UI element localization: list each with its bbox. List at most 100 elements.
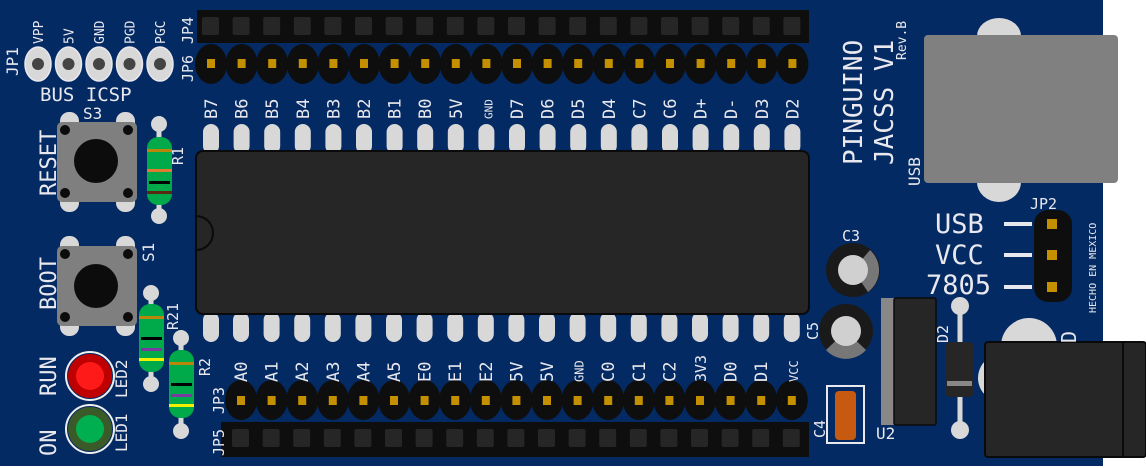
bottom-pin-label: C1 <box>630 362 650 382</box>
jp3-pin-pad <box>696 396 704 405</box>
jp6-label: JP6 <box>179 55 197 82</box>
jp5-socket-hole <box>354 429 372 447</box>
ic-leg-pad <box>631 124 648 154</box>
ic-leg-pad <box>692 124 709 154</box>
jp5-socket-hole <box>323 429 341 447</box>
jp1-pin-hole <box>93 58 105 70</box>
ic-leg-pad <box>539 312 555 342</box>
boot-button[interactable] <box>57 236 137 336</box>
jp6-pin-pad <box>513 59 521 68</box>
bottom-pin-label: E2 <box>477 362 497 382</box>
bottom-pin-label: 5V <box>538 362 558 382</box>
top-pin-label: D2 <box>783 99 803 119</box>
ic-leg-pad <box>509 124 525 154</box>
jp6-pin-pad <box>390 59 399 68</box>
jp1-pin-hole <box>154 58 166 70</box>
top-pin-label: B6 <box>233 99 253 119</box>
jp6-pin-pad <box>207 59 215 68</box>
jp3-pin-pad <box>237 396 245 405</box>
dc-power-jack[interactable] <box>984 341 1146 458</box>
jp4-socket-hole <box>293 17 311 35</box>
jp6-pin-pad <box>298 59 307 68</box>
jp2-label: JP2 <box>1030 195 1057 213</box>
jp4-socket-hole <box>722 17 740 35</box>
jp5-socket-hole <box>721 429 739 447</box>
jp4-socket-hole <box>355 17 372 35</box>
bottom-pin-label: A5 <box>385 362 405 382</box>
jp1-pin-label: VPP <box>32 20 47 44</box>
ic-leg-pad <box>325 124 342 154</box>
ic-leg-pad <box>692 312 708 342</box>
capacitor-c5 <box>819 304 873 359</box>
ic-leg-pad <box>356 124 372 154</box>
jp4-socket-hole <box>661 17 678 35</box>
ic-leg-pad <box>784 124 801 154</box>
reset-button[interactable] <box>57 112 137 212</box>
ic-leg-pad <box>447 312 464 342</box>
jp3-pin-pad <box>757 396 766 405</box>
top-pin-label: B2 <box>355 99 375 119</box>
top-pin-label: D3 <box>753 99 773 119</box>
jp6-pin-pad <box>696 59 705 68</box>
jp4-socket-hole <box>416 17 434 35</box>
jp1-pin-hole <box>123 58 136 70</box>
jp1-pin-hole <box>32 58 44 70</box>
ic-leg-pad <box>539 124 556 154</box>
ic-leg-pad <box>477 312 494 342</box>
jp5-socket-hole <box>782 429 800 447</box>
top-pin-label: GND <box>482 99 495 119</box>
s3-label: S3 <box>83 104 102 123</box>
bottom-pin-label: D0 <box>722 362 742 382</box>
ic-leg-pad <box>508 312 525 342</box>
jp5-socket-hole <box>691 429 708 447</box>
jp4-socket-hole <box>691 17 709 35</box>
resistor-r1 <box>147 116 172 224</box>
boot-label: BOOT <box>37 257 62 310</box>
ic-leg-pad <box>233 124 250 154</box>
jp5-socket-hole <box>568 429 586 447</box>
usb-connector[interactable] <box>924 35 1118 183</box>
jp3-pin-pad <box>481 396 490 405</box>
jp6-pin-pad <box>635 59 644 68</box>
u2-label: U2 <box>876 424 895 443</box>
jp4-socket-hole <box>477 17 495 35</box>
jp1-pin-label: GND <box>93 20 108 44</box>
jp6-pin-pad <box>788 59 797 68</box>
ic-leg-pad <box>662 124 678 154</box>
top-pin-label: B1 <box>386 99 406 119</box>
ic-leg-pad <box>600 312 617 342</box>
jp5-socket-hole <box>232 429 249 447</box>
top-pin-label: D4 <box>600 99 620 119</box>
jp3-pin-pad <box>604 396 613 405</box>
jp1-pin-label: PGD <box>124 20 139 44</box>
ic-leg-pad <box>294 312 311 342</box>
ic-leg-pad <box>324 312 341 342</box>
jp4-socket-hole <box>385 17 403 35</box>
s1-label: S1 <box>139 243 158 262</box>
jp3-pin-pad <box>298 396 307 405</box>
ic-leg-pad <box>203 312 219 342</box>
jp1-label: JP1 <box>3 47 22 76</box>
jp5-socket-hole <box>446 429 464 447</box>
ic-leg-pad <box>263 312 280 342</box>
jp3-pin-pad <box>543 396 551 405</box>
ic-leg-pad <box>264 124 281 154</box>
jp5-socket-hole <box>629 429 647 447</box>
jp5-socket-hole <box>415 429 433 447</box>
top-pin-label: B5 <box>263 99 283 119</box>
run-label: RUN <box>37 356 62 396</box>
jp4-socket-hole <box>599 17 617 35</box>
resistor-r2 <box>169 330 194 439</box>
ic-leg-pad <box>203 124 219 154</box>
led2-label: LED2 <box>112 359 131 398</box>
top-pin-label: D5 <box>569 99 589 119</box>
ic-leg-pad <box>723 124 740 154</box>
r1-label: R1 <box>169 147 187 165</box>
jp2-jumper[interactable] <box>1004 210 1072 302</box>
jp4-socket-hole <box>630 17 648 35</box>
jp6-pin-pad <box>666 59 674 68</box>
ic-leg-pad <box>386 312 402 342</box>
reset-label: RESET <box>37 130 62 196</box>
